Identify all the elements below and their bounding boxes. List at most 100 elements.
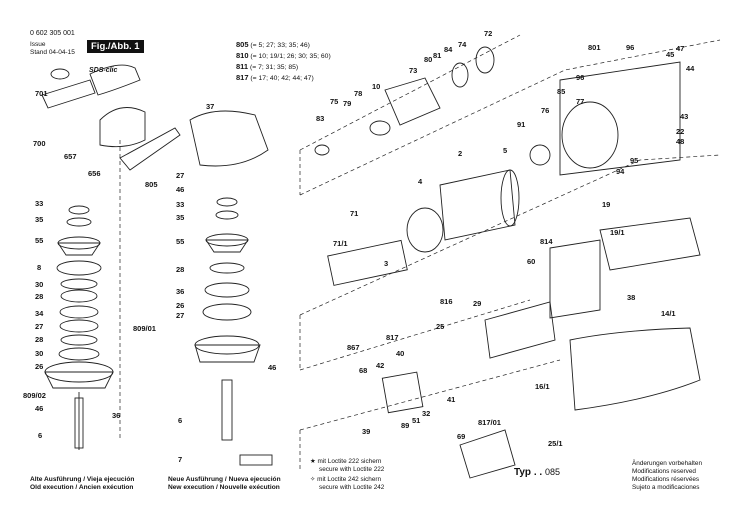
- part-label: 28: [35, 335, 44, 344]
- part-label: 816: [440, 297, 453, 306]
- part-label: 84: [444, 45, 453, 54]
- part-label: 83: [316, 114, 325, 123]
- part-label: 33: [35, 199, 44, 208]
- reference-number: 0 602 305 001: [30, 30, 75, 37]
- part-label: 81: [433, 51, 442, 60]
- new-execution-caption: Neue Ausführung / Nueva ejecución New ex…: [168, 476, 281, 491]
- part-label: 36: [112, 411, 121, 420]
- part-label: 34: [35, 309, 44, 318]
- part-label: 74: [458, 40, 467, 49]
- part-label: 19: [602, 200, 611, 209]
- part-label: 95: [630, 156, 639, 165]
- old-execution-stack: [44, 205, 114, 450]
- part-label: 89: [401, 421, 410, 430]
- accessories: [41, 64, 181, 171]
- variant-codes-list: 805 (= 5; 27; 33; 35; 46) 810 (= 10; 19/…: [236, 40, 331, 84]
- part-label: 46: [35, 404, 44, 413]
- part-label: 14/1: [661, 309, 676, 318]
- part-label: 71: [350, 209, 359, 218]
- variant-code-row: 811 (= 7; 31; 35; 85): [236, 62, 299, 71]
- part-label: 27: [176, 311, 185, 320]
- part-label: 36: [176, 287, 185, 296]
- part-label: 30: [35, 280, 44, 289]
- part-label: 19/1: [610, 228, 625, 237]
- part-label: 37: [206, 102, 215, 111]
- loctite-222-note: ★ mit Loctite 222 sichern secure with Lo…: [310, 458, 385, 473]
- part-label: 6: [38, 431, 43, 440]
- variant-code-row: 810 (= 10; 19/1; 26; 30; 35; 60): [236, 51, 331, 60]
- part-label: 25: [436, 322, 445, 331]
- variant-code-row: 817 (= 17; 40; 42; 44; 47): [236, 73, 314, 82]
- part-label: 44: [686, 64, 695, 73]
- part-label: 814: [540, 237, 553, 246]
- part-label: 96: [576, 73, 585, 82]
- part-label: 28: [176, 265, 185, 274]
- part-label: 809/01: [133, 324, 156, 333]
- part-label: 2: [458, 149, 463, 158]
- part-label: 28: [35, 292, 44, 301]
- part-label: 42: [376, 361, 385, 370]
- part-label: 96: [626, 43, 635, 52]
- part-label: 43: [680, 112, 689, 121]
- part-label: 85: [557, 87, 566, 96]
- part-label: 22: [676, 127, 685, 136]
- sds-clic-mark: SDS-clic: [89, 67, 118, 74]
- part-label: 72: [484, 29, 493, 38]
- modifications-notice: Änderungen vorbehalten Modifications res…: [632, 460, 702, 491]
- part-label: 79: [343, 99, 352, 108]
- part-label: 71/1: [333, 239, 348, 248]
- part-label: 45: [666, 50, 675, 59]
- old-execution-caption: Alte Ausführung / Vieja ejecución Old ex…: [30, 476, 135, 491]
- part-label: 5: [503, 146, 508, 155]
- part-label: 25/1: [548, 439, 563, 448]
- part-label: 817: [386, 333, 399, 342]
- part-label: 35: [176, 213, 185, 222]
- part-label: 73: [409, 66, 418, 75]
- part-label: 10: [372, 82, 381, 91]
- part-label: 94: [616, 167, 625, 176]
- assembly-frames: [119, 34, 721, 470]
- part-label: 60: [527, 257, 536, 266]
- part-label: 817/01: [478, 418, 501, 427]
- part-label: 91: [517, 120, 526, 129]
- stand-label: Stand: [30, 49, 47, 56]
- part-label: 26: [35, 362, 44, 371]
- part-label: 46: [176, 185, 185, 194]
- part-label: 6: [178, 416, 183, 425]
- new-execution-stack: [189, 110, 273, 466]
- part-label: 76: [541, 106, 550, 115]
- issue-block: Issue Stand 04-04-15: [30, 41, 75, 57]
- part-label: 35: [35, 215, 44, 224]
- motor-assembly: [314, 46, 701, 479]
- part-label: 657: [64, 152, 77, 161]
- part-label: 809/02: [23, 391, 46, 400]
- loctite-242-note: ✧ mit Loctite 242 sichern secure with Lo…: [310, 476, 385, 491]
- part-label: 30: [35, 349, 44, 358]
- part-label: 69: [457, 432, 466, 441]
- part-label: 41: [447, 395, 456, 404]
- part-label: 48: [676, 137, 685, 146]
- variant-code-row: 805 (= 5; 27; 33; 35; 46): [236, 40, 310, 49]
- part-label: 39: [362, 427, 371, 436]
- part-label: 77: [576, 97, 585, 106]
- issue-label: Issue: [30, 41, 46, 48]
- part-label: 80: [424, 55, 433, 64]
- part-label: 16/1: [535, 382, 550, 391]
- part-label: 700: [33, 139, 46, 148]
- part-label: 3: [384, 259, 389, 268]
- part-label: 47: [676, 44, 685, 53]
- part-label: 55: [176, 237, 185, 246]
- part-label: 801: [588, 43, 601, 52]
- part-label: 75: [330, 97, 339, 106]
- part-label: 32: [422, 409, 431, 418]
- part-label: 55: [35, 236, 44, 245]
- part-label: 8: [37, 263, 42, 272]
- part-label: 68: [359, 366, 368, 375]
- part-label: 46: [268, 363, 277, 372]
- part-label: 867: [347, 343, 360, 352]
- figure-label: Fig./Abb. 1: [87, 40, 144, 53]
- part-label: 38: [627, 293, 636, 302]
- part-label: 26: [176, 301, 185, 310]
